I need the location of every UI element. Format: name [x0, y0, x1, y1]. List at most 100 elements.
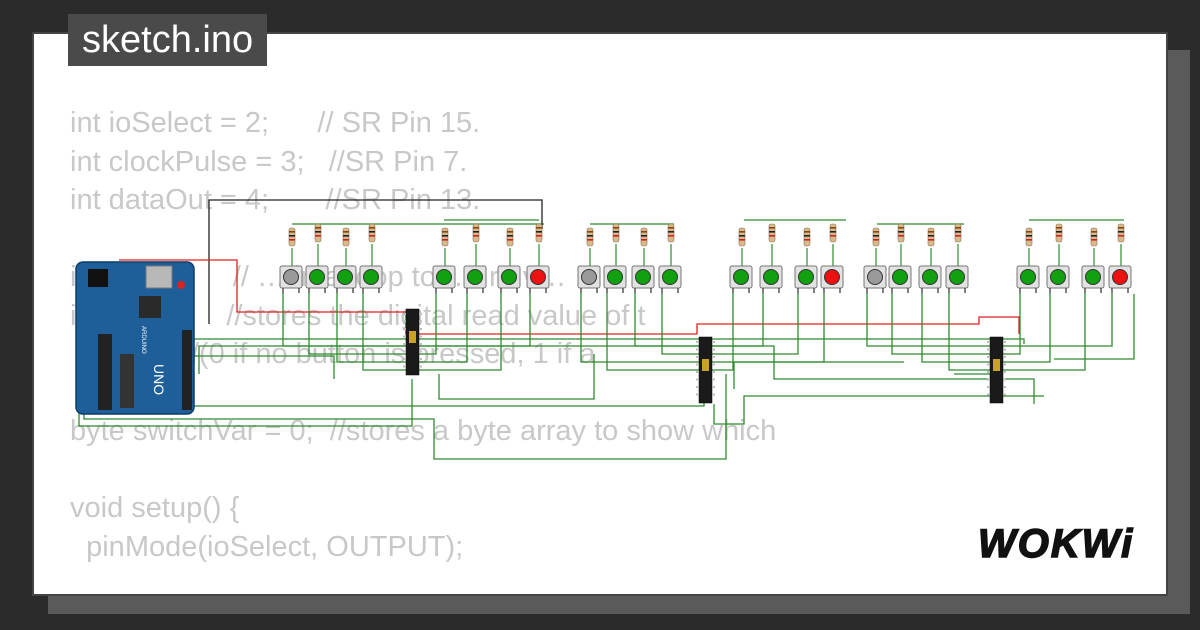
resistor-band [289, 239, 295, 241]
button-signal-wire [308, 293, 406, 355]
chip-pin [712, 393, 715, 396]
resistor [535, 223, 543, 243]
wire [733, 361, 904, 389]
pushbutton [888, 265, 912, 293]
chip-label [702, 359, 709, 371]
chip-pin [987, 356, 990, 358]
wokwi-logo-text: WOKWi [978, 522, 1134, 566]
resistor-body [612, 223, 620, 243]
resistor-band [739, 235, 745, 237]
chip-pin [987, 348, 990, 351]
resistor-band [587, 231, 593, 233]
resistor-band [343, 235, 349, 237]
wire-black [208, 199, 543, 324]
file-tab[interactable]: sketch.ino [68, 14, 268, 66]
chip-pin [696, 371, 699, 373]
resistor-body [472, 223, 480, 243]
resistor-band [1091, 235, 1097, 237]
resistor-body [586, 227, 594, 247]
button-signal-wire [699, 293, 799, 355]
code-line: int clockPulse = 3; //SR Pin 7. [70, 145, 468, 178]
resistor-band [739, 239, 745, 241]
resistor-band [343, 239, 349, 241]
resistor-band [536, 231, 542, 233]
chip-pin [712, 356, 715, 358]
chip-pin [419, 343, 422, 345]
pushbutton [1081, 265, 1105, 293]
resistor [472, 223, 480, 243]
chip-pin [696, 348, 699, 351]
pushbutton [658, 265, 682, 293]
pushbutton [945, 265, 969, 293]
button-cap-red [1112, 269, 1128, 285]
resistor-band [315, 235, 321, 237]
button-cap-green [467, 269, 483, 285]
resistor-band [1091, 231, 1097, 233]
resistor-body [535, 223, 543, 243]
resistor-band [955, 231, 961, 233]
resistor-band [928, 231, 934, 233]
chip-pin [419, 358, 422, 360]
chip-pin [419, 313, 422, 315]
resistor-band [473, 227, 479, 229]
shift-register-chip [987, 336, 1006, 404]
button-cap-green [363, 269, 379, 285]
chip-label [993, 359, 1000, 371]
resistor-band [830, 235, 836, 237]
button-signal-wire [282, 293, 406, 347]
chip-pin [712, 386, 715, 388]
resistor [506, 227, 514, 247]
chip-pin [403, 313, 406, 315]
resistor [803, 227, 811, 247]
atmega-chip [120, 354, 134, 408]
wire-red [119, 259, 1020, 335]
chip-label [409, 331, 416, 343]
chip-pin [1003, 386, 1006, 388]
button-cap-green [733, 269, 749, 285]
resistor [872, 227, 880, 247]
button-cap-green [949, 269, 965, 285]
resistor-band [873, 235, 879, 237]
pushbutton [729, 265, 753, 293]
resistor-band [1118, 235, 1124, 237]
resistor-body [441, 227, 449, 247]
resistor-band [507, 231, 513, 233]
resistor-band [1026, 235, 1032, 237]
pushbutton [497, 265, 521, 293]
header-right [182, 330, 192, 410]
resistor-band [668, 231, 674, 233]
resistor-body [954, 223, 962, 243]
resistor-band [1118, 227, 1124, 229]
resistor-band [315, 227, 321, 229]
resistor-band [1026, 231, 1032, 233]
resistor-body [667, 223, 675, 243]
resistor-band [369, 235, 375, 237]
resistor [954, 223, 962, 243]
resistor-band [955, 227, 961, 229]
resistor-body [738, 227, 746, 247]
button-cap-gray [581, 269, 597, 285]
chip-pin [1003, 356, 1006, 358]
pushbutton [1046, 265, 1070, 293]
usb-port [145, 265, 173, 289]
button-signal-wire [406, 293, 502, 371]
resistor-band [587, 239, 593, 241]
resistor [829, 223, 837, 243]
resistor-band [473, 235, 479, 237]
chip-pin [403, 335, 406, 338]
button-cap-green [1020, 269, 1036, 285]
resistor-band [898, 231, 904, 233]
resistor-band [343, 231, 349, 233]
resistor [738, 227, 746, 247]
chip-pin [987, 378, 990, 381]
chip-pin [696, 393, 699, 396]
chip-pin [1003, 393, 1006, 396]
resistor [1117, 223, 1125, 243]
chip-pin [1003, 363, 1006, 366]
resistor-body [1055, 223, 1063, 243]
button-cap-green [1085, 269, 1101, 285]
resistor-band [289, 235, 295, 237]
chip-pin [696, 356, 699, 358]
resistor-body [368, 223, 376, 243]
